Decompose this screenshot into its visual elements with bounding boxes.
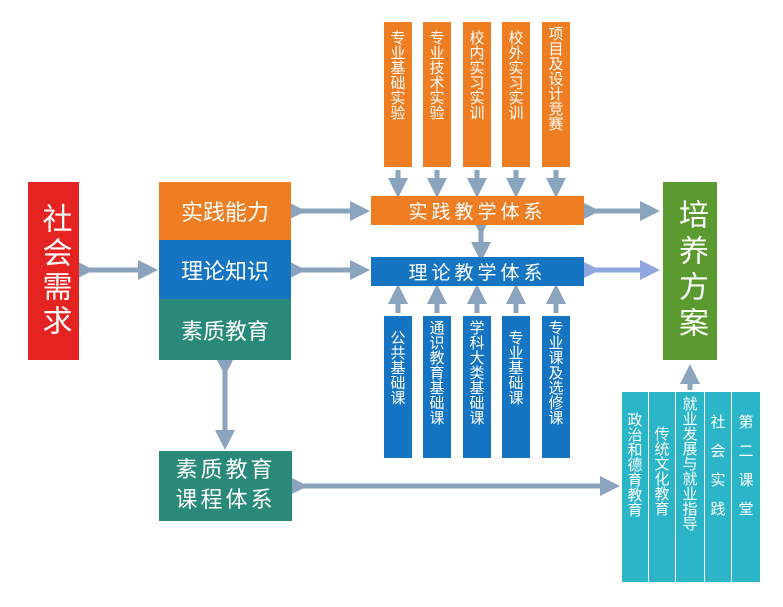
quality-item-label: 传统文化教育 (652, 426, 671, 516)
social-need-box: 社会需求 (28, 182, 79, 360)
quality-item-label: 就业发展与就业指导 (680, 396, 699, 531)
theory-item: 专业基础课 (502, 316, 530, 458)
social-need-label: 社会需求 (36, 203, 72, 339)
practice-system-box: 实践教学体系 (371, 196, 584, 225)
theory-system-label: 理论教学体系 (408, 262, 547, 284)
theory-knowledge-box: 理论知识 (159, 240, 291, 299)
practice-item: 项目及设计竞赛 (542, 22, 570, 167)
theory-item-label: 公共基础课 (388, 330, 407, 405)
practice-ability-label: 实践能力 (180, 201, 269, 226)
quality-item: 政治和德育教育 (622, 392, 649, 582)
quality-item: 社会实践 (705, 392, 732, 582)
quality-course-line1: 素质教育 (175, 458, 276, 483)
practice-item-label: 专业技术实验 (427, 30, 446, 120)
quality-item: 传统文化教育 (649, 392, 676, 582)
theory-item: 专业课及选修课 (542, 316, 570, 458)
quality-course-line2: 课程体系 (175, 488, 276, 513)
practice-item: 校外实习实训 (502, 22, 530, 167)
quality-course-system-box: 素质教育 课程体系 (159, 451, 292, 521)
theory-item: 通识教育基础课 (423, 316, 451, 458)
quality-item: 就业发展与就业指导 (676, 392, 705, 582)
practice-item-label: 校内实习实训 (467, 30, 486, 120)
training-plan-box: 培养方案 (663, 182, 717, 360)
quality-item-label: 政治和德育教育 (625, 412, 644, 517)
theory-item-label: 专业课及选修课 (546, 320, 565, 425)
theory-system-box: 理论教学体系 (371, 257, 584, 286)
practice-item: 专业技术实验 (423, 22, 451, 167)
quality-item-label: 社会实践 (708, 414, 727, 530)
theory-knowledge-label: 理论知识 (180, 259, 269, 285)
theory-item-label: 专业基础课 (506, 330, 525, 405)
theory-item: 公共基础课 (384, 316, 412, 458)
theory-item: 学科大类基础课 (463, 316, 491, 458)
quality-education-label: 素质教育 (180, 319, 269, 345)
practice-item-label: 专业基础实验 (388, 30, 407, 120)
quality-item-label: 第二课堂 (736, 414, 755, 530)
theory-item-label: 通识教育基础课 (427, 320, 446, 425)
practice-ability-box: 实践能力 (159, 182, 291, 240)
practice-item-label: 校外实习实训 (506, 30, 525, 120)
practice-item-label: 项目及设计竞赛 (546, 26, 565, 131)
quality-items-group (622, 392, 760, 582)
training-plan-label: 培养方案 (673, 199, 708, 343)
practice-item: 专业基础实验 (384, 22, 412, 167)
quality-item: 第二课堂 (732, 392, 760, 582)
practice-system-label: 实践教学体系 (408, 201, 547, 223)
theory-item-label: 学科大类基础课 (467, 320, 486, 425)
practice-item: 校内实习实训 (463, 22, 491, 167)
quality-education-box: 素质教育 (159, 299, 291, 360)
